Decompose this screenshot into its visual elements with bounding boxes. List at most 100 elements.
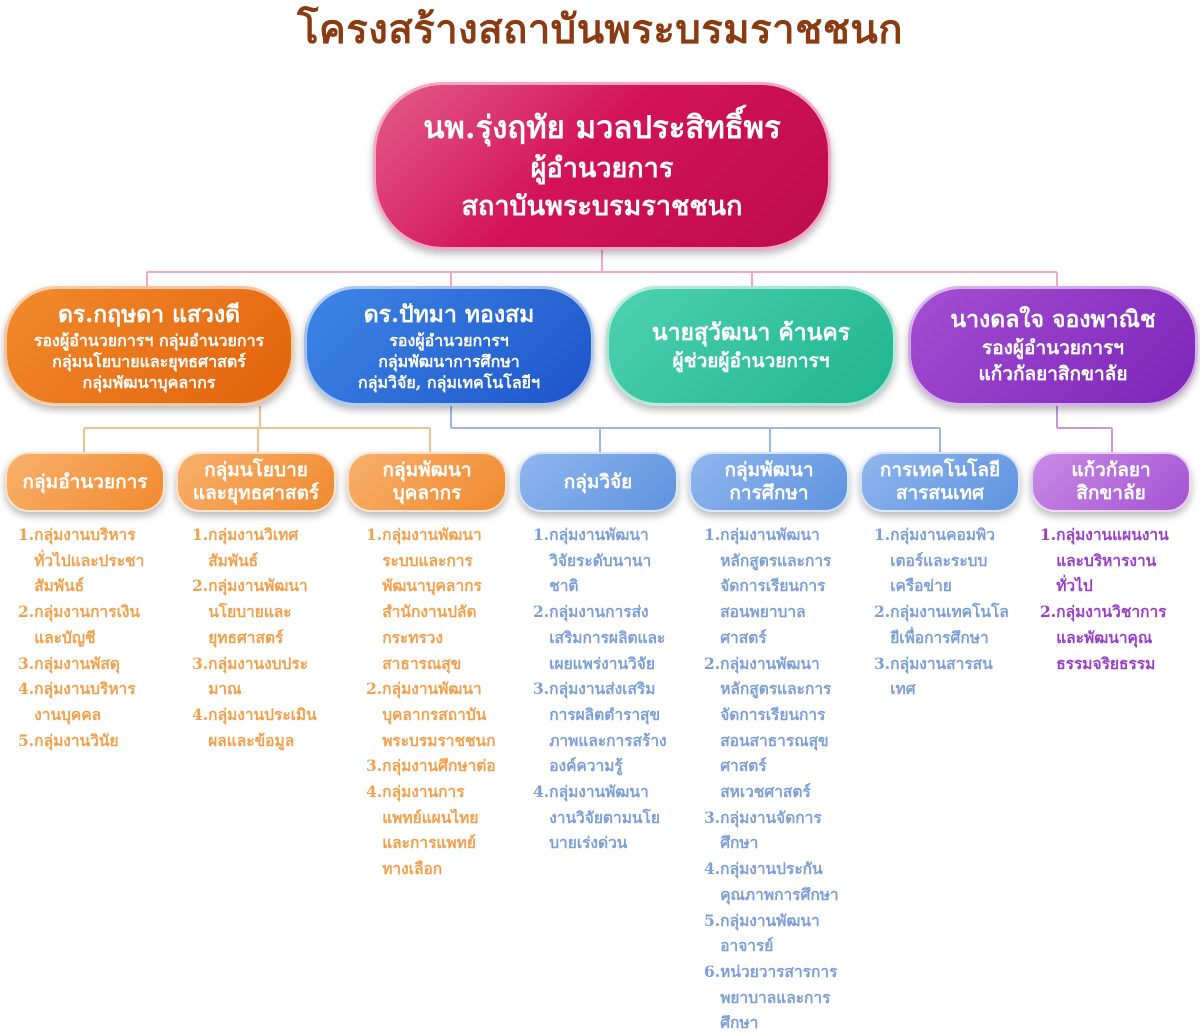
list-item: แพทย์แผนไทย — [366, 807, 479, 827]
list-item: 2.กลุ่มงานพัฒนา — [192, 576, 308, 596]
list-item: 1.กลุ่มงานแผนงาน — [1040, 525, 1169, 544]
list-item: และบัญชี — [18, 627, 96, 647]
list-item: ภาพและการสร้าง — [533, 730, 667, 750]
list-item: ยุทธศาสตร์ — [192, 627, 284, 647]
group-box-education-development: กลุ่มพัฒนา การศึกษา — [689, 452, 849, 512]
deputy-box-3: นายสุวัฒนา ค้านคร ผู้ช่วยผู้อำนวยการฯ — [606, 286, 896, 406]
list-item: พัฒนาบุคลากร — [366, 576, 482, 596]
list-item: ผลและข้อมูล — [192, 730, 295, 750]
list-item: เสริมการผลิตและ — [533, 627, 666, 647]
list-item: ศาสตร์ — [704, 627, 767, 647]
list-item: ศึกษา — [704, 1013, 759, 1033]
list-item: ระบบและการ — [366, 550, 473, 570]
list-item: พยาบาลและการ — [704, 987, 831, 1007]
list-item: ทางเลือก — [366, 859, 443, 879]
list-item: 3.กลุ่มงานศึกษาต่อ — [366, 756, 496, 776]
list-item: ชาติ — [533, 576, 579, 596]
list-item: สอนพยาบาล — [704, 602, 806, 622]
director-org: สถาบันพระบรมราชชนก — [461, 191, 743, 222]
deputy-role-line: กลุ่มนโยบายและยุทธศาสตร์ — [52, 351, 246, 371]
list-item: บายเร่งด่วน — [533, 833, 628, 853]
list-item: วิจัยระดับนานา — [533, 550, 652, 570]
group-label: การเทคโนโลยี — [879, 459, 1001, 481]
deputy-role-line: ผู้ช่วยผู้อำนวยการฯ — [672, 350, 830, 372]
group-item-list: 1.กลุ่มงานพัฒนา ระบบและการ พัฒนาบุคลากร … — [366, 522, 496, 882]
list-item: หลักสูตรและการ — [704, 550, 832, 570]
deputy-box-2: ดร.ปัทมา ทองสม รองผู้อำนวยการฯ กลุ่มพัฒน… — [304, 286, 594, 406]
list-item: 6.หน่วยวารสารการ — [704, 961, 838, 981]
deputy-role-line: รองผู้อำนวยการฯ — [982, 337, 1124, 359]
list-item: การผลิตตำราสุข — [533, 704, 661, 724]
deputy-box-4: นางดลใจ จองพาณิช รองผู้อำนวยการฯ แก้วกัล… — [908, 286, 1198, 406]
group-item-list: 1.กลุ่มงานวิเทศ สัมพันธ์2.กลุ่มงานพัฒนา … — [192, 522, 317, 753]
list-item: 3.กลุ่มงานสารสน — [874, 653, 993, 673]
group-label: การศึกษา — [729, 482, 809, 504]
group-label: กลุ่มวิจัย — [563, 470, 633, 493]
deputy-role-line: กลุ่มพัฒนาการศึกษา — [378, 351, 520, 371]
group-label: กลุ่มอำนวยการ — [22, 470, 148, 493]
list-item: 2.กลุ่มงานพัฒนา — [704, 653, 820, 673]
director-box: นพ.รุ่งฤทัย มวลประสิทธิ์พร ผู้อำนวยการ ส… — [373, 82, 831, 250]
list-item: สอนสาธารณสุข — [704, 730, 829, 750]
list-item: เตอร์และระบบ — [874, 550, 988, 570]
list-item: ธรรมจริยธรรม — [1040, 653, 1156, 673]
list-item: 2.กลุ่มงานวิชาการ — [1040, 602, 1167, 622]
list-item: 4.กลุ่มงานบริหาร — [18, 679, 136, 699]
list-item: หลักสูตรและการ — [704, 679, 832, 699]
list-item: และบริหารงาน — [1040, 550, 1157, 570]
group-label: กลุ่มนโยบาย — [204, 459, 308, 481]
list-item: 3.กลุ่มงานงบประ — [192, 653, 309, 673]
group-label: บุคลากร — [392, 482, 462, 504]
group-item-list: 1.กลุ่มงานแผนงาน และบริหารงาน ทั่วไป 2.กล… — [1040, 522, 1169, 676]
list-item: บุคลากรสถาบัน — [366, 704, 487, 724]
list-item: เผยแพร่งานวิจัย — [533, 653, 655, 673]
list-item: 1.กลุ่มงานพัฒนา — [704, 525, 820, 544]
director-connectors — [146, 250, 1058, 288]
list-item: มาณ — [192, 679, 242, 699]
list-item: 3.กลุ่มงานพัสดุ — [18, 653, 120, 673]
list-item: และพัฒนาคุณ — [1040, 627, 1153, 647]
list-item: และการแพทย์ — [366, 833, 476, 853]
list-item: 1.กลุ่มงานบริหาร — [18, 525, 136, 544]
list-item: 1.กลุ่มงานวิเทศ — [192, 525, 299, 544]
list-item: สหเวชศาสตร์ — [704, 782, 811, 802]
list-item: สำนักงานปลัด — [366, 602, 477, 622]
list-item: องค์ความรู้ — [533, 756, 623, 776]
list-item: จัดการเรียนการ — [704, 704, 826, 724]
list-item: คุณภาพการศึกษา — [704, 884, 839, 904]
group-label: สารสนเทศ — [895, 482, 985, 504]
list-item: 2.กลุ่มงานเทคโนโล — [874, 602, 1009, 622]
list-item: 1.กลุ่มงานคอมพิว — [874, 525, 995, 544]
list-item: 4.กลุ่มงานประเมิน — [192, 704, 317, 724]
list-item: 1.กลุ่มงานพัฒนา — [366, 525, 482, 544]
deputy-role-line: รองผู้อำนวยการฯ กลุ่มอำนวยการ — [33, 330, 265, 350]
purple-connectors — [1056, 406, 1113, 452]
group-label: กลุ่มพัฒนา — [382, 459, 472, 481]
group-box-personnel-development: กลุ่มพัฒนา บุคลากร — [347, 452, 507, 512]
list-item: 2.กลุ่มงานการเงิน — [18, 602, 141, 622]
group-item-list: 1.กลุ่มงานพัฒนา หลักสูตรและการ จัดการเรี… — [704, 522, 839, 1036]
group-box-policy-strategy: กลุ่มนโยบาย และยุทธศาสตร์ — [176, 452, 336, 512]
list-item: สัมพันธ์ — [192, 550, 259, 570]
list-item: 4.กลุ่มงานการ — [366, 782, 465, 802]
deputy-name: นายสุวัฒนา ค้านคร — [651, 319, 851, 346]
list-item: เทศ — [874, 679, 916, 699]
group-box-kaewkanlaya: แก้วกัลยา สิกขาลัย — [1031, 452, 1191, 512]
deputy-role-line: กลุ่มวิจัย, กลุ่มเทคโนโลยีฯ — [358, 372, 540, 392]
deputy-role-line: แก้วกัลยาสิกขาลัย — [978, 363, 1128, 385]
list-item: อาจารย์ — [704, 936, 774, 956]
list-item: ทั่วไป — [1040, 576, 1093, 596]
blue-connectors — [450, 406, 941, 452]
list-item: งานวิจัยตามนโย — [533, 807, 660, 827]
deputy-name: นางดลใจ จองพาณิช — [950, 306, 1156, 333]
list-item: 2.กลุ่มงานพัฒนา — [366, 679, 482, 699]
list-item: 5.กลุ่มงานวินัย — [18, 730, 119, 750]
list-item: ศาสตร์ — [704, 756, 767, 776]
list-item: 4.กลุ่มงานประกัน — [704, 859, 823, 879]
group-box-information-technology: การเทคโนโลยี สารสนเทศ — [860, 452, 1020, 512]
list-item: สัมพันธ์ — [18, 576, 85, 596]
group-box-administration: กลุ่มอำนวยการ — [5, 452, 165, 512]
list-item: 2.กลุ่มงานการส่ง — [533, 602, 649, 622]
